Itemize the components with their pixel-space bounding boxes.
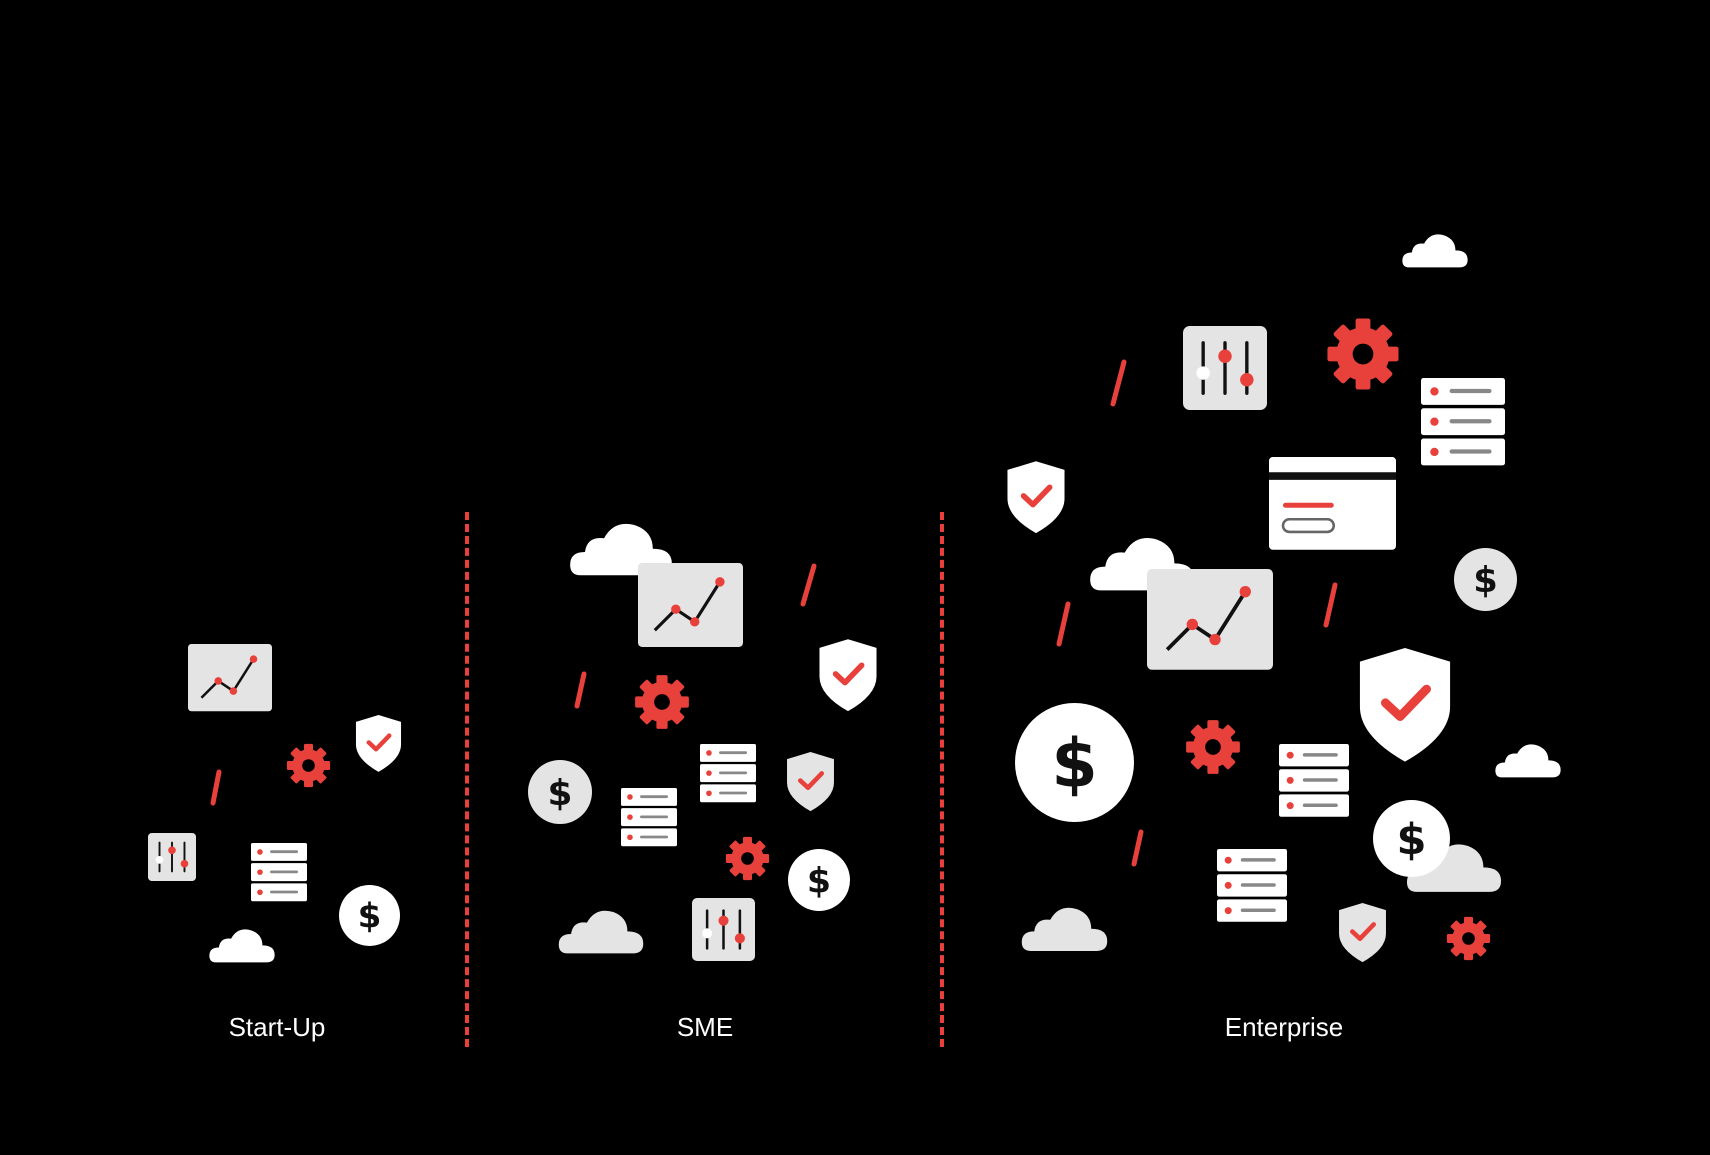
- slash-mark: [1323, 582, 1338, 628]
- shield-check-icon: [787, 752, 834, 812]
- segment-label-sme: SME: [676, 1012, 734, 1042]
- cloud-icon: [1406, 844, 1502, 892]
- server-icon: [1217, 849, 1287, 922]
- cloud-icon: [1495, 744, 1561, 778]
- slash-mark: [800, 563, 817, 607]
- divider-sme-enterprise: [940, 512, 944, 1047]
- svg-text:$: $: [1473, 560, 1498, 601]
- shield-check-icon: [1007, 461, 1065, 534]
- dollar-coin-icon: $: [788, 849, 850, 911]
- svg-text:$: $: [807, 861, 831, 901]
- dollar-coin-icon: $: [1373, 800, 1450, 877]
- cloud-icon: [558, 910, 644, 954]
- divider-startup-sme: [465, 512, 469, 1047]
- gear-icon: [1446, 916, 1491, 961]
- server-icon: [251, 843, 307, 902]
- server-icon: [700, 744, 756, 803]
- shield-check-icon: [819, 639, 877, 712]
- shield-check-icon: [355, 714, 402, 772]
- gear-icon: [1186, 720, 1240, 774]
- segment-label-startup: Start-Up: [228, 1012, 326, 1042]
- sliders-icon: [1183, 326, 1267, 410]
- gear-icon: [1327, 318, 1399, 390]
- dollar-coin-icon: $: [339, 885, 400, 946]
- svg-text:$: $: [1397, 815, 1427, 865]
- chart-icon: [1147, 569, 1273, 670]
- sliders-icon: [148, 833, 196, 881]
- gear-icon: [725, 836, 770, 881]
- dollar-coin-icon: $: [1015, 703, 1134, 822]
- gear-icon: [635, 675, 689, 729]
- slash-mark: [1110, 359, 1127, 407]
- cloud-icon: [209, 929, 275, 963]
- slash-mark: [574, 671, 587, 709]
- server-icon: [1421, 378, 1505, 466]
- chart-icon: [638, 563, 743, 647]
- chart-icon: [188, 644, 272, 712]
- gear-icon: [286, 743, 331, 788]
- server-icon: [1279, 744, 1349, 817]
- svg-text:$: $: [358, 897, 382, 937]
- sliders-icon: [692, 898, 755, 961]
- cloud-icon: [1402, 234, 1468, 268]
- cloud-icon: [570, 523, 672, 576]
- server-icon: [621, 788, 677, 847]
- dollar-coin-icon: $: [1454, 548, 1517, 611]
- shield-check-icon: [1359, 647, 1451, 762]
- segment-label-enterprise: Enterprise: [1224, 1012, 1344, 1042]
- dollar-coin-icon: $: [528, 760, 592, 824]
- svg-text:$: $: [1051, 724, 1097, 802]
- slash-mark: [210, 769, 222, 806]
- payment-card-icon: [1269, 457, 1396, 550]
- slash-mark: [1056, 601, 1071, 647]
- shield-check-icon: [1339, 903, 1386, 963]
- cloud-icon: [1021, 907, 1108, 951]
- slash-mark: [1131, 829, 1144, 867]
- svg-text:$: $: [548, 773, 573, 814]
